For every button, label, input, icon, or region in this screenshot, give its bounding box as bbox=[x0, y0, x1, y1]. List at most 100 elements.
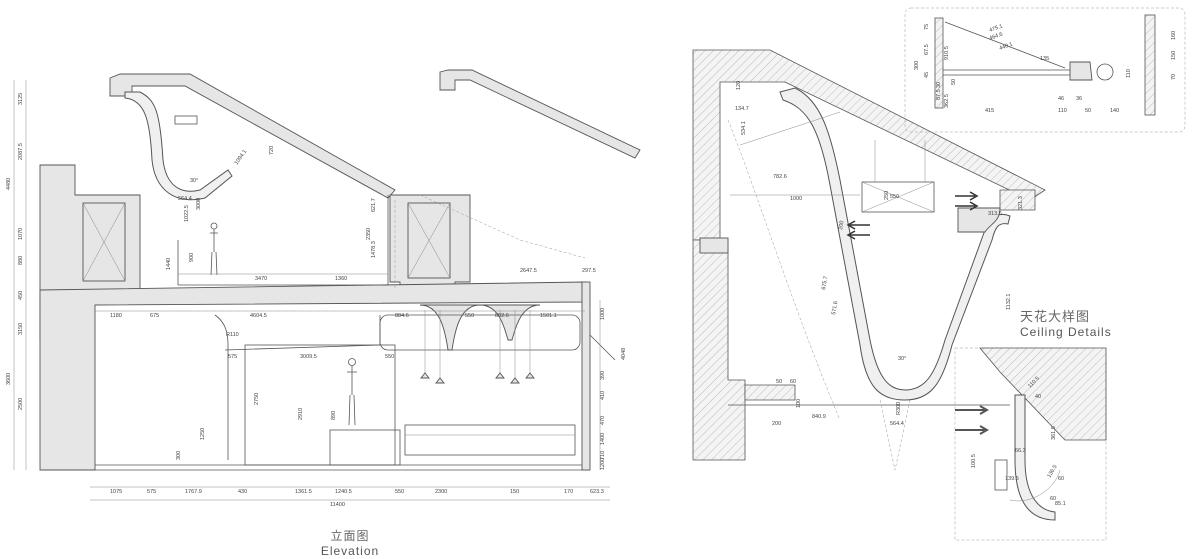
dim-mid-5: 802.6 bbox=[495, 313, 509, 319]
cdim-detail-6: 60 bbox=[1050, 496, 1056, 502]
cdim-detail-7: 85.1 bbox=[1055, 501, 1066, 507]
ceiling-title-cn: 天花大样图 bbox=[1020, 309, 1091, 324]
dim-mid-4: 550 bbox=[465, 313, 474, 319]
dim-bottom-2: 1767.9 bbox=[185, 489, 202, 495]
cdim-main-0: 120 bbox=[736, 81, 742, 90]
dim-inner-18: 30° bbox=[190, 178, 198, 184]
dim-mid-6: 1501.1 bbox=[540, 313, 557, 319]
dim-inner-2: 550 bbox=[385, 354, 394, 360]
cdim-main-15: 564.4 bbox=[890, 421, 904, 427]
cdim-top-13: 45 bbox=[924, 72, 930, 78]
cdim-top-7: 140 bbox=[1110, 108, 1119, 114]
cdim-top-18: 362.5 bbox=[944, 94, 950, 108]
dim-inner-6: 1250 bbox=[200, 428, 206, 440]
dim-inner-4: 2750 bbox=[254, 393, 260, 405]
cdim-main-6: 550 bbox=[890, 194, 899, 200]
cdim-main-14: 840.9 bbox=[812, 414, 826, 420]
dim-inner-17: 564.4 bbox=[178, 196, 192, 202]
dim-inner-8: 300 bbox=[176, 451, 182, 460]
cdim-main-9: 1132.1 bbox=[1006, 294, 1012, 310]
dim-bottom-9: 170 bbox=[564, 489, 573, 495]
dim-inner-19: 3000 bbox=[196, 198, 202, 210]
cdim-main-4: 1000 bbox=[790, 196, 802, 202]
dim-inner-14: 1478.3 bbox=[371, 241, 377, 258]
cdim-main-17: 200 bbox=[772, 421, 781, 427]
cdim-top-2: 440.1 bbox=[999, 42, 1014, 52]
cdim-detail-3: 136.5 bbox=[1047, 464, 1059, 479]
dim-bottom-6: 550 bbox=[395, 489, 404, 495]
cdim-top-4: 415 bbox=[985, 108, 994, 114]
cdim-main-5: 250 bbox=[884, 191, 890, 200]
cdim-top-11: 75 bbox=[924, 24, 930, 30]
dim-bottom-8: 150 bbox=[510, 489, 519, 495]
cdim-main-7: 313.5 bbox=[988, 211, 1002, 217]
human-figure-upper bbox=[210, 222, 218, 276]
cdim-top-9: 36 bbox=[1076, 96, 1082, 102]
curved-ceiling-detail bbox=[779, 87, 1011, 401]
dim-left-3: 1070 bbox=[18, 228, 24, 240]
dim-left-1: 2087.5 bbox=[18, 143, 24, 160]
ceiling-title-en: Ceiling Details bbox=[1020, 325, 1112, 339]
elevation-title-cn: 立面图 bbox=[330, 529, 370, 543]
cdim-main-1: 134.7 bbox=[735, 106, 749, 112]
dim-inner-15: 720 bbox=[269, 146, 275, 155]
cdim-top-16: 50 bbox=[951, 79, 957, 85]
light-box bbox=[861, 181, 935, 213]
cdim-main-2: 534.1 bbox=[741, 121, 747, 135]
ceiling-detail-zoom bbox=[954, 347, 1107, 541]
ceiling-caption: 天花大样图 Ceiling Details bbox=[1020, 306, 1140, 339]
dim-inner-9: 1440 bbox=[166, 258, 172, 270]
cdim-top-8: 46 bbox=[1058, 96, 1064, 102]
dim-inner-12: 621.7 bbox=[371, 198, 377, 212]
cdim-main-10: 675.7 bbox=[821, 276, 829, 291]
cdim-top-3: 135 bbox=[1040, 56, 1049, 62]
cdim-top-19: 160 bbox=[1171, 31, 1177, 40]
cdim-main-18: 50 bbox=[776, 379, 782, 385]
dim-right-4: 470 bbox=[600, 416, 606, 425]
cdim-detail-0: 100.5 bbox=[971, 454, 977, 468]
right-wall bbox=[581, 281, 591, 471]
elevation-caption: 立面图 Elevation bbox=[300, 527, 400, 558]
cdim-top-0: 475.1 bbox=[989, 24, 1004, 34]
dim-right-3: 410 bbox=[600, 391, 606, 400]
cdim-top-10: 300 bbox=[914, 61, 920, 70]
dim-bottom-10: 623.3 bbox=[590, 489, 604, 495]
cdim-detail-1: 66.3 bbox=[1015, 448, 1026, 454]
cdim-top-17: 910.5 bbox=[944, 46, 950, 60]
dim-right-0: 1000 bbox=[600, 308, 606, 320]
arch-2 bbox=[479, 304, 541, 341]
dim-bottom-3: 430 bbox=[238, 489, 247, 495]
dim-inner-5: 2910 bbox=[298, 408, 304, 420]
dim-total: 11400 bbox=[330, 502, 345, 508]
roof-slab-right bbox=[439, 69, 641, 159]
cdim-top-12: 67.5 bbox=[924, 44, 930, 55]
dim-upper-1: 1360 bbox=[335, 276, 347, 282]
cdim-main-16: R300 bbox=[896, 402, 902, 415]
dim-inner-1: 575 bbox=[228, 354, 237, 360]
bracket-detail bbox=[904, 7, 1186, 133]
cdim-top-22: 110 bbox=[1126, 69, 1132, 78]
dim-right-2: 390 bbox=[600, 371, 606, 380]
dim-left-6: 3150 bbox=[18, 323, 24, 335]
dim-inner-16: 1094.1 bbox=[234, 149, 249, 166]
curved-ceiling-upper bbox=[124, 91, 233, 201]
human-figure-lower bbox=[347, 358, 357, 426]
dim-bottom-7: 2300 bbox=[435, 489, 447, 495]
elevation-drawing bbox=[39, 69, 641, 471]
cdim-detail-9: 40 bbox=[1035, 394, 1041, 400]
dim-right-1: 4048 bbox=[621, 348, 627, 360]
cdim-top-15: 87.5 bbox=[936, 89, 942, 100]
dim-left-4: 880 bbox=[18, 256, 24, 265]
dim-upper-2: 2647.5 bbox=[520, 268, 537, 274]
dim-right-5: 1400 bbox=[600, 433, 606, 445]
dim-inner-13: 2350 bbox=[366, 228, 372, 240]
cdim-main-3: 782.6 bbox=[773, 174, 787, 180]
dim-upper-3: 297.5 bbox=[582, 268, 596, 274]
dim-mid-0: 1180 bbox=[110, 313, 122, 319]
cdim-detail-8: 60 bbox=[1058, 476, 1064, 482]
dim-bottom-1: 575 bbox=[147, 489, 156, 495]
cdim-main-13: 30° bbox=[898, 356, 906, 362]
elevation-title-en: Elevation bbox=[320, 544, 380, 558]
